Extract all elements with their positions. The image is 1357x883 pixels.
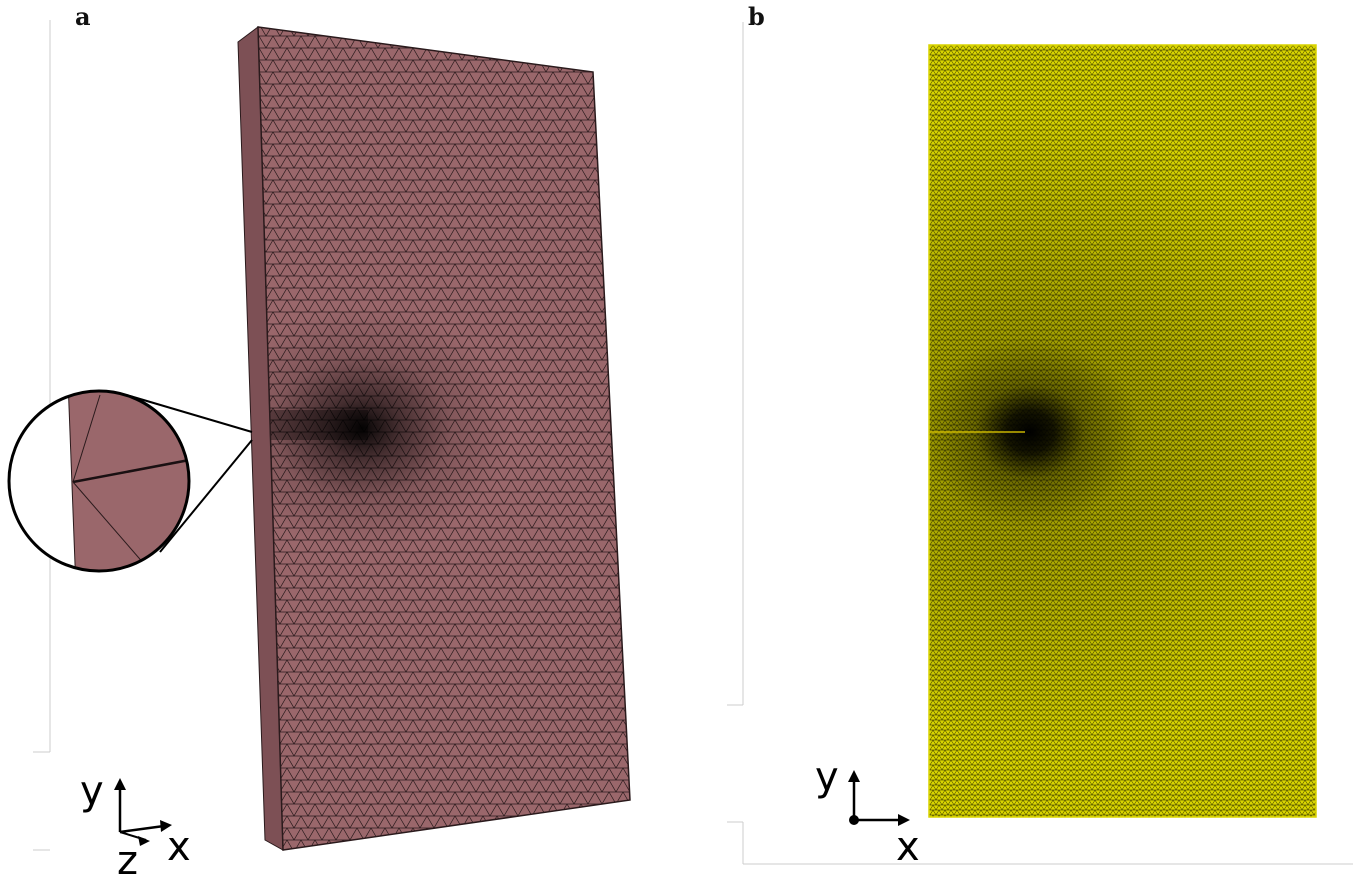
axis-label-y: y	[815, 754, 839, 800]
panel-b-figure: y x	[727, 22, 1353, 870]
axis-label-x: x	[167, 824, 191, 870]
panel-a-figure: y x z	[7, 20, 631, 883]
axes-triad-a: y x z	[80, 768, 191, 883]
panel-a: a	[7, 2, 631, 883]
crack-tip-refinement	[258, 308, 512, 548]
panel-b: b	[720, 0, 1357, 879]
zoom-connector-top	[129, 395, 253, 433]
axes-triad-b: y x	[815, 754, 920, 870]
axis-label-z: z	[117, 838, 138, 879]
zoom-connector-bottom	[159, 439, 253, 553]
plate-outline	[928, 44, 1317, 818]
crack-line-refinement	[258, 410, 368, 440]
crack-tip-refinement	[929, 337, 1140, 527]
axis-label-x: x	[896, 824, 920, 870]
zoom-inset	[7, 389, 191, 573]
axis-label-y: y	[80, 768, 104, 814]
slab-outline	[257, 26, 631, 851]
panel-a-label: a	[75, 2, 91, 31]
panel-b-label: b	[748, 2, 765, 31]
